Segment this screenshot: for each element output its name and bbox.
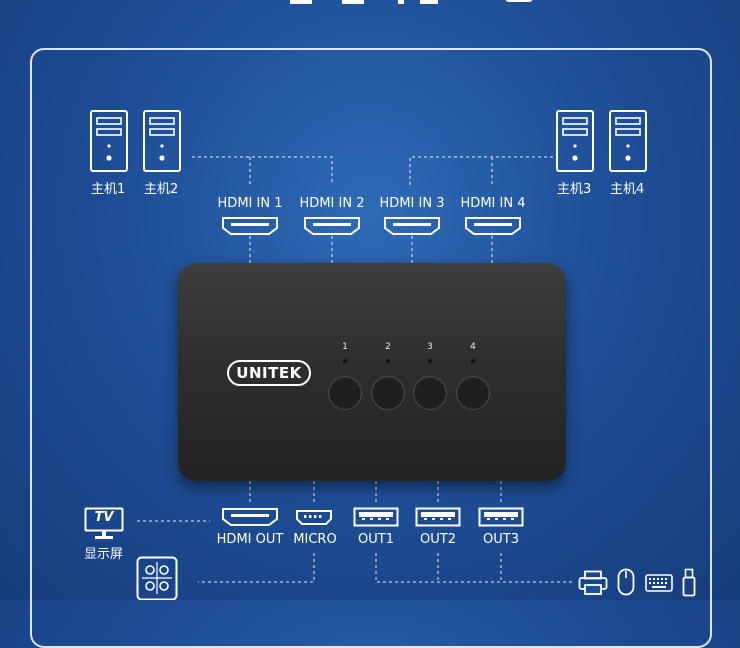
host-computer-2	[143, 110, 181, 172]
button-number-3: 3	[427, 342, 433, 352]
select-button-1[interactable]	[328, 376, 362, 410]
output-label-hdmi-out: HDMI OUT	[216, 532, 284, 547]
button-number-4: 4	[470, 342, 476, 352]
printer-icon	[578, 570, 608, 595]
button-number-1: 1	[342, 342, 348, 352]
keyboard-icon	[645, 574, 673, 592]
hdmi-in-1-port-icon	[222, 217, 278, 235]
header-decoration	[290, 0, 533, 4]
computer-tower-icon	[90, 110, 128, 172]
output-label-micro: MICRO	[293, 532, 337, 547]
hdmi-out-port-icon	[222, 508, 278, 526]
kvm-switch-device: UNITEK 1 2 3 4	[178, 263, 566, 481]
tv-text: TV	[94, 510, 114, 525]
input-label-3: HDMI IN 3	[379, 196, 445, 211]
hdmi-in-3-port-icon	[384, 217, 440, 235]
select-button-4[interactable]	[456, 376, 490, 410]
input-label-2: HDMI IN 2	[299, 196, 365, 211]
host-label-4: 主机4	[610, 182, 645, 197]
host-computer-1	[90, 110, 128, 172]
micro-usb-port-icon	[296, 510, 332, 525]
usb-out3-port-icon	[478, 507, 524, 527]
hdmi-in-2-port-icon	[304, 217, 360, 235]
indicator-led-1	[343, 359, 347, 363]
input-label-1: HDMI IN 1	[217, 196, 283, 211]
input-label-4: HDMI IN 4	[460, 196, 526, 211]
indicator-led-4	[471, 359, 475, 363]
control-box-icon	[136, 556, 178, 600]
computer-tower-icon	[556, 110, 594, 172]
usb-out2-port-icon	[415, 507, 461, 527]
button-number-2: 2	[385, 342, 391, 352]
host-label-1: 主机1	[91, 182, 126, 197]
tv-icon	[84, 507, 124, 539]
host-computer-3	[556, 110, 594, 172]
usb-drive-icon	[682, 568, 696, 597]
hdmi-in-4-port-icon	[465, 217, 521, 235]
host-label-3: 主机3	[557, 182, 592, 197]
indicator-led-3	[428, 359, 432, 363]
mouse-icon	[617, 568, 635, 596]
computer-tower-icon	[609, 110, 647, 172]
select-button-3[interactable]	[413, 376, 447, 410]
select-button-2[interactable]	[371, 376, 405, 410]
brand-logo: UNITEK	[227, 360, 311, 386]
usb-out1-port-icon	[353, 507, 399, 527]
host-label-2: 主机2	[144, 182, 179, 197]
computer-tower-icon	[143, 110, 181, 172]
display-label: 显示屏	[84, 547, 124, 562]
indicator-led-2	[386, 359, 390, 363]
host-computer-4	[609, 110, 647, 172]
output-label-out3: OUT3	[483, 532, 519, 547]
output-label-out2: OUT2	[420, 532, 456, 547]
output-label-out1: OUT1	[358, 532, 394, 547]
